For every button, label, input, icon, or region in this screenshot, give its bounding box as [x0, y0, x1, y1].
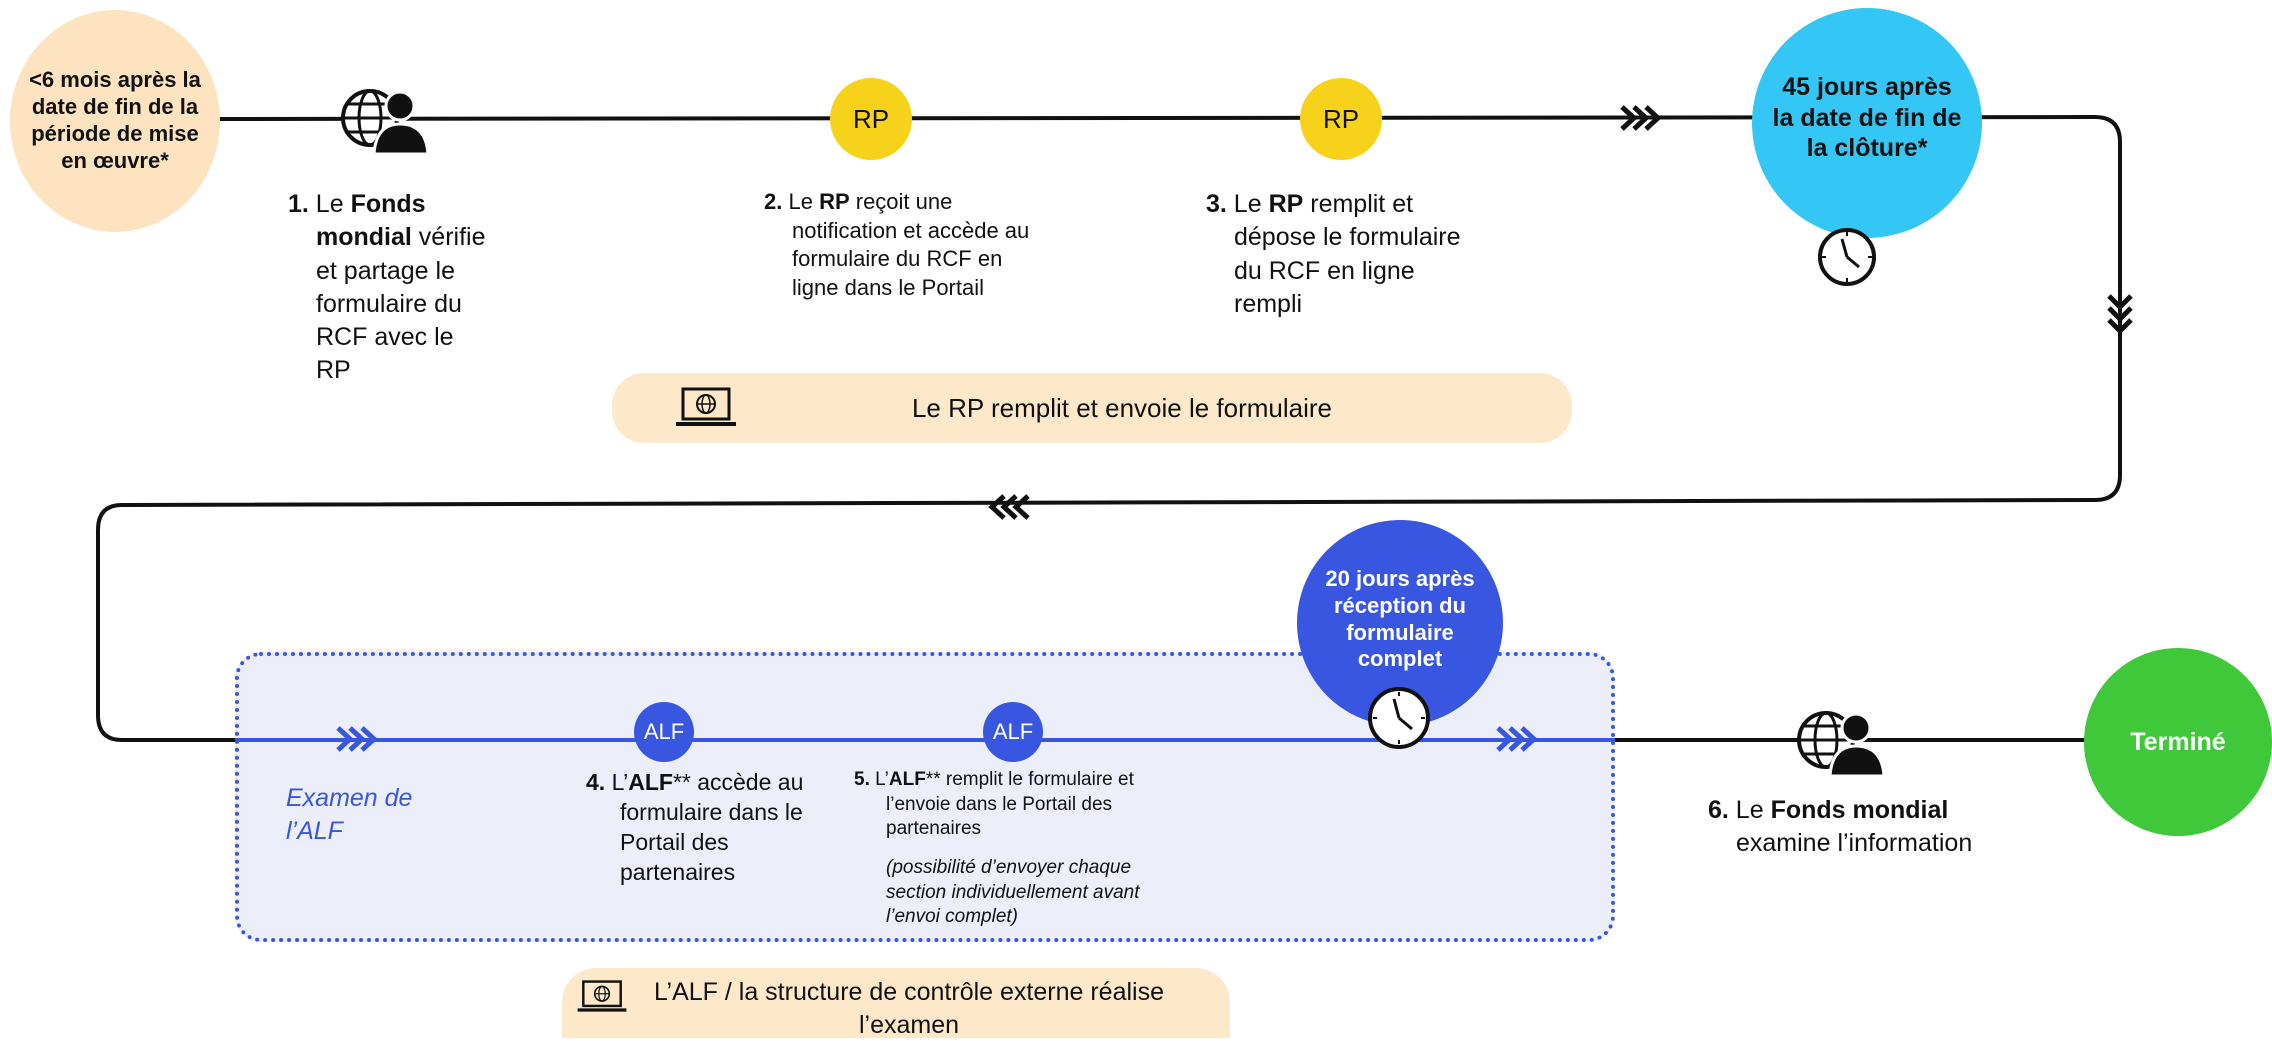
chevron-right-icon: [336, 726, 378, 752]
step-text: Le: [782, 189, 820, 214]
chevron-right-icon: [1496, 726, 1538, 752]
alf-badge: ALF: [983, 702, 1043, 762]
rp-banner: Le RP remplit et envoie le formulaire: [612, 373, 1572, 443]
chevron-right-icon: [1620, 105, 1662, 131]
clock-icon: [1368, 687, 1430, 749]
rp-banner-label: Le RP remplit et envoie le formulaire: [911, 392, 1333, 423]
step-number: 3.: [1206, 190, 1227, 218]
step-actor: RP: [1268, 190, 1304, 218]
chevron-left-icon: [988, 494, 1030, 520]
laptop-globe-icon: [676, 387, 736, 426]
step-text: ** remplit le formulaire et l’envoie dan…: [886, 769, 1134, 840]
rp-badge: RP: [1300, 78, 1382, 160]
step-number: 2.: [764, 189, 783, 214]
step-text: examine l’information: [1736, 829, 1973, 858]
clock-icon: [1818, 228, 1876, 286]
step-number: 6.: [1708, 796, 1729, 824]
step-number: 5.: [854, 769, 870, 790]
step-5-note: (possibilité d’envoyer chaque section in…: [886, 857, 1140, 928]
step-actor: ALF: [628, 769, 673, 795]
alf-banner-label: L’ALF / la structure de contrôle externe…: [654, 978, 1164, 1039]
review-label: Examen de l’ALF: [286, 784, 413, 846]
step-text: Le: [1226, 190, 1269, 218]
step-text: L’: [869, 769, 889, 790]
start-milestone: <6 mois après la date de fin de la pério…: [10, 10, 220, 232]
step-3-text: 3. Le RP remplit et dépose le formulaire…: [1206, 188, 1486, 321]
step-number: 1.: [288, 190, 309, 218]
step-4-text: 4. L’ALF** accède au formulaire dans le …: [586, 768, 806, 888]
start-milestone-label: <6 mois après la date de fin de la pério…: [29, 67, 201, 173]
step-number: 4.: [586, 769, 606, 795]
chevron-down-icon: [2107, 294, 2133, 335]
step-actor: RP: [819, 189, 850, 214]
rp-badge: RP: [830, 78, 912, 160]
closing-milestone-label: 45 jours après la date de fin de la clôt…: [1772, 73, 1962, 162]
step-text: remplit et dépose le formulaire du RCF e…: [1234, 190, 1461, 318]
step-actor: ALF: [888, 769, 926, 790]
end-milestone: Terminé: [2084, 648, 2272, 836]
alf-banner: L’ALF / la structure de contrôle externe…: [562, 968, 1230, 1039]
alf-badge-label: ALF: [992, 719, 1034, 744]
globe-person-icon: [1797, 711, 1886, 776]
step-text: reçoit une notification et accède au for…: [792, 189, 1030, 300]
step-1-text: 1. Le Fonds mondial vérifie et partage l…: [288, 188, 488, 388]
laptop-globe-icon: [577, 980, 627, 1012]
step-text: ** accède au formulaire dans le Portail …: [620, 769, 804, 885]
step-actor: Fonds mondial: [316, 190, 426, 252]
step-5-text: 5. L’ALF** remplit le formulaire et l’en…: [854, 768, 1184, 930]
step-actor: Fonds mondial: [1770, 796, 1949, 824]
step-6-text: 6. Le Fonds mondial examine l’informatio…: [1708, 794, 2008, 861]
alf-badge: ALF: [634, 702, 694, 762]
step-2-text: 2. Le RP reçoit une notification et accè…: [764, 188, 1034, 302]
step-text: vérifie et partage le formulaire du RCF …: [316, 223, 486, 385]
rp-badge-label: RP: [1322, 103, 1360, 134]
alf-badge-label: ALF: [643, 719, 685, 744]
step-text: Le: [308, 190, 351, 218]
step-text: Le: [1728, 796, 1771, 824]
rp-badge-label: RP: [852, 103, 890, 134]
step-text: L’: [605, 769, 629, 795]
review-milestone-label: 20 jours après réception du formulaire c…: [1325, 566, 1475, 672]
closing-milestone: 45 jours après la date de fin de la clôt…: [1752, 8, 1982, 238]
end-milestone-label: Terminé: [2130, 727, 2226, 756]
globe-person-icon: [341, 89, 430, 154]
